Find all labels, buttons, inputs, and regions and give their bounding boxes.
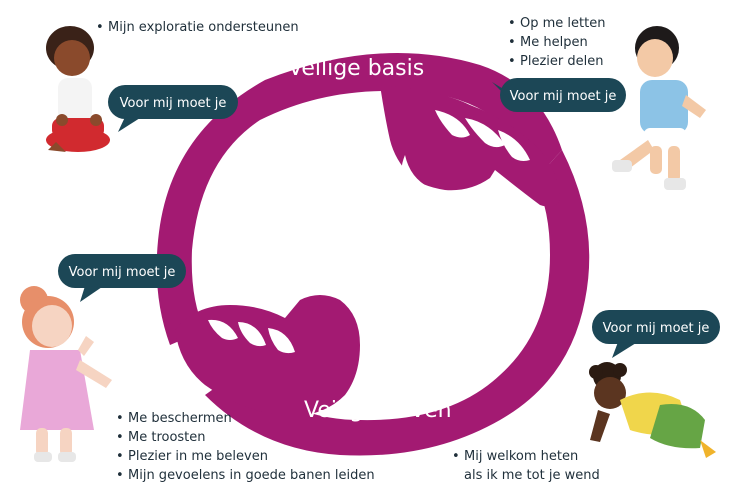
bubble-text: Voor mij moet je: [69, 265, 176, 280]
child-walking-illustration: [612, 26, 706, 190]
bubble-top-right: Voor mij moet je: [492, 78, 626, 112]
list-item: Me helpen: [508, 33, 605, 52]
bubble-top-left: Voor mij moet je: [108, 85, 238, 132]
list-top-left: Mijn exploratie ondersteunen: [96, 18, 299, 37]
list-item: Me beschermen: [116, 409, 375, 428]
child-crawling-illustration: [589, 362, 716, 458]
list-item: Plezier delen: [508, 52, 605, 71]
bubble-bottom-right: Voor mij moet je: [592, 310, 720, 358]
list-bottom-left: Me beschermen Me troosten Plezier in me …: [116, 409, 375, 485]
bottom-hand-icon: [175, 295, 360, 416]
bubble-text: Voor mij moet je: [120, 96, 227, 111]
child-standing-illustration: [20, 286, 112, 462]
top-hand-icon: [380, 85, 560, 207]
bubble-text: Voor mij moet je: [603, 321, 710, 336]
top-label: Veilige basis: [288, 56, 425, 81]
list-item: Op me letten: [508, 14, 605, 33]
list-top-right: Op me letten Me helpen Plezier delen: [508, 14, 605, 71]
child-sitting-illustration: [46, 26, 110, 152]
list-item-continuation: als ik me tot je wend: [464, 468, 600, 483]
list-item: Plezier in me beleven: [116, 447, 375, 466]
bubble-middle-left: Voor mij moet je: [58, 254, 186, 302]
list-item: Mijn gevoelens in goede banen leiden: [116, 466, 375, 485]
list-bottom-right: Mij welkom heten als ik me tot je wend: [452, 447, 600, 485]
list-item: Me troosten: [116, 428, 375, 447]
bubble-text: Voor mij moet je: [510, 89, 617, 104]
list-item: Mijn exploratie ondersteunen: [96, 18, 299, 37]
list-item: Mij welkom heten: [452, 447, 600, 466]
